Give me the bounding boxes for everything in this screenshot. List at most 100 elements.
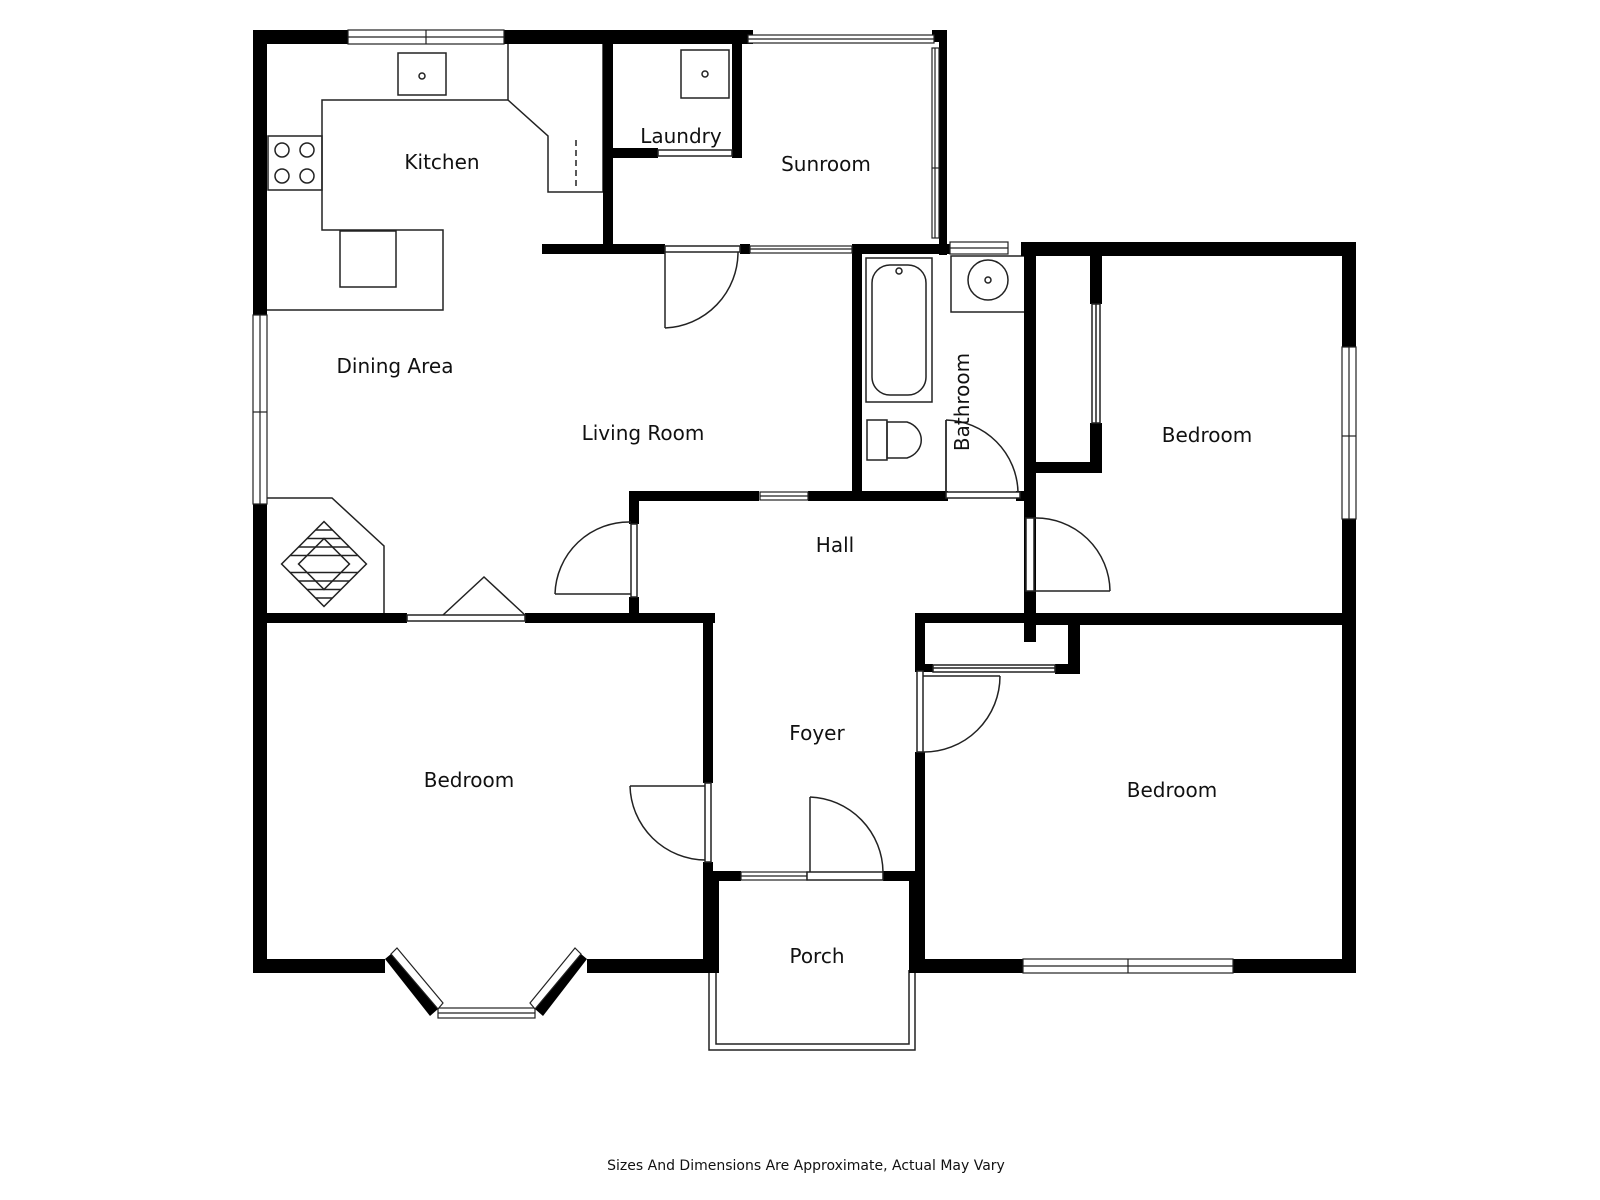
bedroom-east-label: Bedroom: [1162, 423, 1252, 447]
bathtub-icon: [865, 257, 933, 403]
wall: [1090, 423, 1102, 473]
wall: [1016, 491, 1036, 501]
door-swing: [809, 796, 884, 873]
living-room-label: Living Room: [582, 421, 705, 445]
bathroom-sink-drain-icon: [984, 276, 992, 284]
bathroom-label: Bathroom: [950, 353, 974, 451]
bedroom-southwest-label: Bedroom: [424, 768, 514, 792]
wall: [1342, 519, 1356, 973]
wall: [1233, 959, 1356, 973]
wall: [703, 871, 741, 881]
room-labels: Kitchen Laundry Sunroom Dining Area Livi…: [337, 124, 1253, 968]
door-frame: [630, 523, 638, 598]
wall: [542, 244, 616, 254]
wall: [1024, 462, 1102, 473]
walls: [253, 30, 1356, 1016]
door-swing: [664, 251, 739, 329]
door-swing: [945, 419, 1019, 493]
laundry-label: Laundry: [640, 124, 722, 148]
porch-step-inner: [715, 970, 910, 1045]
porch-step: [708, 970, 916, 1051]
door-swing: [629, 785, 706, 861]
bathroom-sink-icon: [967, 259, 1009, 301]
door-frame: [704, 782, 712, 863]
wall: [732, 42, 742, 158]
porch-label: Porch: [789, 944, 844, 968]
wall: [740, 30, 750, 36]
toilet-bowl-icon: [886, 421, 923, 459]
kitchen-label: Kitchen: [404, 150, 479, 174]
wall: [915, 664, 933, 672]
wall: [703, 862, 713, 973]
wall: [709, 873, 719, 973]
kitchen-drain-icon: [418, 72, 426, 80]
dining-area-label: Dining Area: [337, 354, 454, 378]
hall-label: Hall: [816, 533, 854, 557]
door-frame: [664, 245, 741, 253]
burner-icon: [274, 142, 290, 158]
laundry-sink-icon: [680, 49, 730, 99]
doors: [406, 149, 1111, 881]
door-swing: [554, 521, 632, 595]
wall: [939, 30, 947, 255]
wall: [629, 597, 639, 622]
burner-icon: [274, 168, 290, 184]
kitchen-island-stool: [339, 230, 397, 288]
burner-icon: [299, 142, 315, 158]
wall: [883, 871, 923, 881]
wall: [253, 613, 407, 623]
wall: [1342, 242, 1356, 347]
wall: [909, 873, 919, 973]
wall: [1090, 244, 1102, 304]
wall: [253, 959, 385, 973]
disclaimer-note: Sizes And Dimensions Are Approximate, Ac…: [607, 1158, 1005, 1174]
bathtub-drain-icon: [895, 267, 903, 275]
fixtures: [264, 41, 1028, 1051]
bedroom-southeast-label: Bedroom: [1127, 778, 1217, 802]
door-frame: [806, 871, 884, 881]
wall: [603, 42, 613, 248]
bifold-door: [442, 575, 526, 616]
door-frame: [916, 670, 924, 753]
door-swing: [1033, 517, 1111, 592]
wall: [603, 244, 665, 254]
windows: [252, 29, 1357, 1019]
wall: [808, 491, 948, 501]
wall: [703, 613, 713, 783]
wall: [525, 613, 715, 623]
window: [529, 947, 582, 1010]
window: [390, 947, 444, 1010]
wall: [1068, 613, 1080, 673]
wall: [852, 244, 952, 254]
laundry-drain-icon: [701, 70, 709, 78]
kitchen-counter: [264, 41, 509, 311]
kitchen-sink-icon: [397, 52, 447, 96]
wall: [1055, 664, 1080, 674]
fireplace-icon: [280, 520, 368, 608]
wall: [915, 613, 925, 671]
wall: [852, 244, 862, 500]
door-frame: [406, 614, 526, 622]
bathtub-basin: [871, 264, 927, 396]
wall: [1021, 242, 1356, 256]
wall: [629, 491, 759, 501]
sunroom-label: Sunroom: [781, 152, 871, 176]
foyer-label: Foyer: [789, 721, 845, 745]
wall: [587, 959, 709, 973]
wall: [535, 954, 587, 1016]
wall: [385, 954, 438, 1016]
wall: [740, 244, 750, 254]
door-frame: [657, 149, 733, 157]
wall: [1024, 613, 1356, 625]
door-swing: [922, 675, 1001, 753]
wall: [915, 752, 925, 973]
wall: [629, 491, 639, 524]
door-frame: [945, 491, 1021, 499]
wall: [915, 613, 1037, 623]
stove-icon: [267, 135, 323, 191]
wall: [603, 148, 658, 158]
wall: [914, 959, 1023, 973]
door-frame: [1025, 517, 1035, 592]
